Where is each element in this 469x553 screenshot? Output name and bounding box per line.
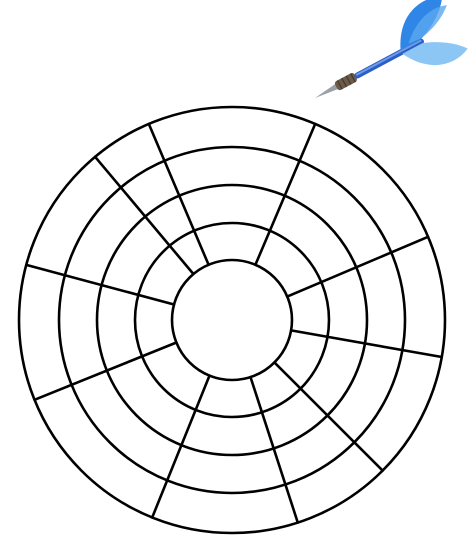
board-segment-divider-9 xyxy=(26,265,174,305)
dart-tip xyxy=(314,83,340,101)
board-segment-divider-6 xyxy=(251,377,298,522)
dart-icon xyxy=(299,0,469,126)
dart-body xyxy=(299,0,469,126)
dartboard xyxy=(19,107,445,533)
board-segment-divider-2 xyxy=(255,124,315,265)
board-segment-divider-1 xyxy=(149,124,209,265)
board-segment-divider-3 xyxy=(287,237,428,297)
board-segment-divider-5 xyxy=(274,362,382,470)
board-segment-divider-8 xyxy=(35,343,177,400)
board-segment-divider-7 xyxy=(152,376,209,518)
board-segment-divider-10 xyxy=(95,157,193,274)
